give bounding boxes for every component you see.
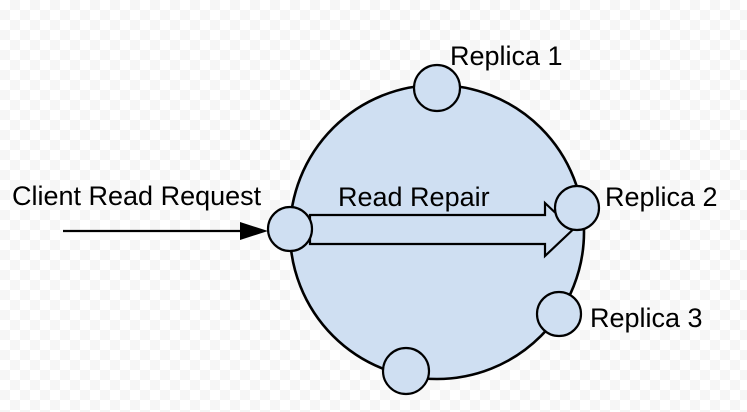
node-replica-3[interactable] bbox=[535, 290, 583, 338]
read-repair-block-arrow bbox=[308, 200, 575, 259]
node-coordinator[interactable] bbox=[266, 205, 314, 253]
ring-circle bbox=[288, 83, 586, 381]
client-read-request-label: Client Read Request bbox=[12, 181, 262, 211]
replica-1-label: Replica 1 bbox=[450, 41, 563, 71]
node-replica-1[interactable] bbox=[412, 63, 462, 113]
read-repair-label: Read Repair bbox=[338, 182, 490, 212]
node-bottom[interactable] bbox=[381, 346, 431, 396]
replica-3-label: Replica 3 bbox=[590, 303, 703, 333]
replica-2-label: Replica 2 bbox=[605, 182, 718, 212]
node-replica-2[interactable] bbox=[553, 184, 601, 232]
client-read-arrow-head bbox=[240, 222, 268, 240]
